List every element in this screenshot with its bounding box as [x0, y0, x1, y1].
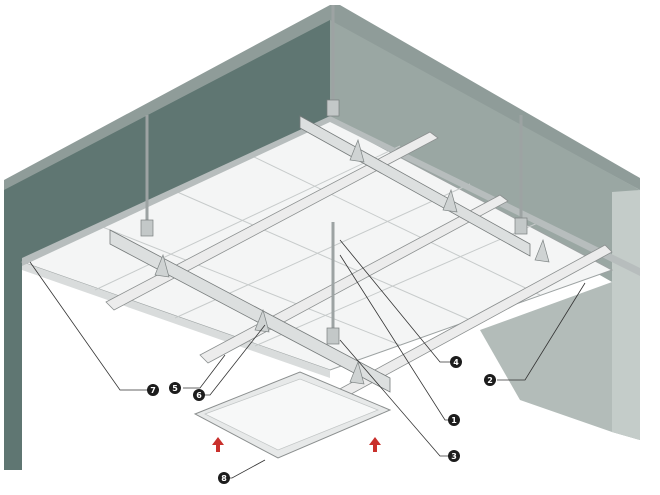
right-wall-shadow [480, 282, 612, 432]
callout-5: 5 [169, 382, 181, 394]
upward-arrow-icon [212, 437, 224, 452]
svg-text:3: 3 [451, 452, 457, 461]
svg-text:2: 2 [487, 376, 493, 385]
callouts: 1 2 3 4 5 6 7 8 [147, 356, 496, 484]
right-wall-edge [612, 190, 640, 440]
install-arrows [212, 437, 381, 452]
svg-text:6: 6 [196, 391, 202, 400]
svg-text:4: 4 [453, 358, 459, 367]
svg-text:5: 5 [172, 384, 178, 393]
wall-angle-right [330, 116, 640, 276]
upward-arrow-icon [369, 437, 381, 452]
hanger-rods [145, 5, 523, 340]
wall-angle-left [22, 116, 330, 266]
svg-text:7: 7 [150, 386, 156, 395]
ceiling-edge-face [22, 262, 330, 378]
callout-2: 2 [484, 374, 496, 386]
panel-seams [94, 145, 541, 347]
back-wall [330, 20, 640, 440]
walls [4, 5, 640, 470]
svg-text:1: 1 [451, 416, 457, 425]
svg-text:8: 8 [221, 474, 227, 483]
rod-hangers [140, 99, 528, 345]
left-wall [4, 20, 330, 470]
ceiling-grid [20, 5, 640, 424]
callout-6: 6 [193, 389, 205, 401]
callout-3: 3 [448, 450, 460, 462]
callout-8: 8 [218, 472, 230, 484]
callout-4: 4 [450, 356, 462, 368]
callout-7: 7 [147, 384, 159, 396]
ceiling-panel-removed [193, 371, 392, 459]
carrier-clips [154, 138, 550, 385]
callout-1: 1 [448, 414, 460, 426]
